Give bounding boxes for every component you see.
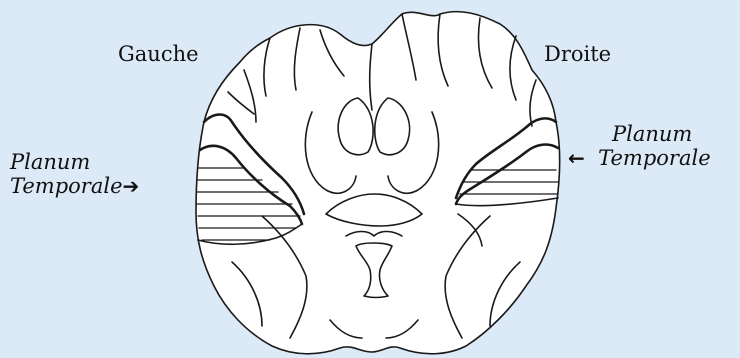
brain-outline [196,12,560,354]
